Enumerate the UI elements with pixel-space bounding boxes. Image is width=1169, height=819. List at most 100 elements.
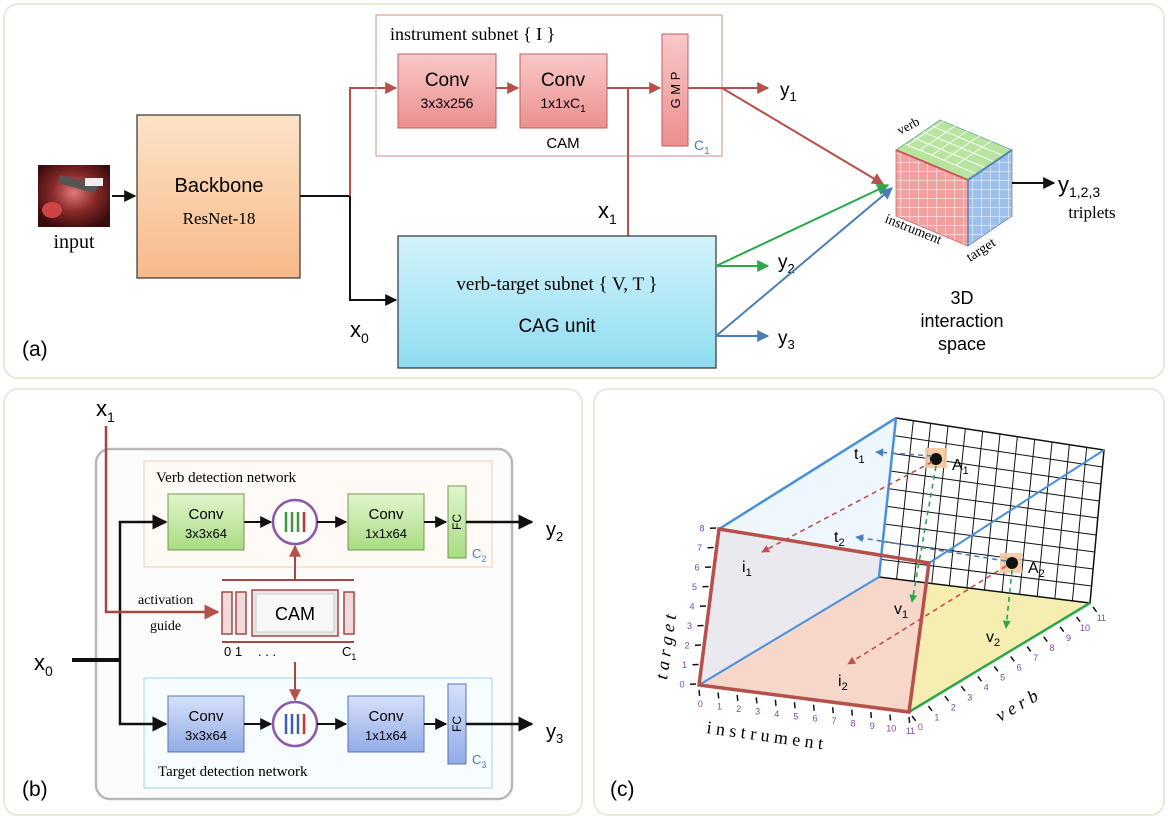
arrow-y1-to-cube xyxy=(721,87,885,185)
instrument-axis-tick xyxy=(850,709,854,716)
proj-i2 xyxy=(847,565,1007,665)
instrument-axis-tick xyxy=(831,707,834,714)
instrument-axis-tick xyxy=(774,699,777,706)
cam-stack xyxy=(221,579,355,643)
x0-branch-up xyxy=(118,514,168,660)
label-t2: t2 xyxy=(834,529,845,549)
target-axis-tick-label: 2 xyxy=(684,641,689,651)
grid-line-v xyxy=(984,433,1001,591)
verb-conv2-title: Conv xyxy=(368,506,404,523)
activation-line-1: activation xyxy=(138,593,193,608)
vt-subnet-title: verb-target subnet { V, T } xyxy=(456,274,657,295)
verb-conv1-title: Conv xyxy=(188,506,224,523)
grid-line-v xyxy=(1071,447,1088,601)
instrument-axis-tick-label: 7 xyxy=(832,716,837,726)
verb-axis-tick xyxy=(1092,606,1098,613)
edge-back-vert xyxy=(877,417,898,578)
x0-branch-down xyxy=(118,660,168,732)
proj-t1 xyxy=(875,448,933,457)
gmp-label: G M P xyxy=(668,72,683,109)
target-axis-tick-label: 4 xyxy=(689,602,694,612)
verb-conv1 xyxy=(167,493,245,551)
verb-fc-label: FC xyxy=(450,514,464,530)
target-axis-tick-label: 0 xyxy=(679,680,684,690)
cam-label-b: CAM xyxy=(275,604,315,624)
vt-subnet-subtitle: CAG unit xyxy=(518,316,596,337)
instrument-axis-tick-label: 4 xyxy=(774,709,779,719)
verb-mult-node xyxy=(271,498,319,546)
instrument-axis-tick-label: 6 xyxy=(812,714,817,724)
inst-conv2 xyxy=(519,53,608,129)
verb-axis-tick xyxy=(1059,626,1065,633)
label-a1: A1 xyxy=(952,457,969,477)
point-a2 xyxy=(1006,557,1018,569)
instrument-axis-tick xyxy=(755,697,758,704)
y123-label: y1,2,3 xyxy=(1058,172,1100,200)
grid-line-v xyxy=(1019,439,1036,595)
verb-axis-tick xyxy=(993,666,999,672)
verb-axis-tick xyxy=(1026,646,1032,652)
label-a2: A2 xyxy=(1028,560,1045,580)
interaction-cube xyxy=(895,114,1013,247)
input-label: input xyxy=(53,231,95,253)
verb-axis-tick xyxy=(1075,616,1081,623)
back-left-face xyxy=(699,418,896,685)
verb-axis-tick-label: 9 xyxy=(1066,633,1071,643)
verb-axis-tick-label: 7 xyxy=(1033,653,1038,663)
verb-axis-tick-label: 3 xyxy=(967,692,972,702)
grid-line-h xyxy=(880,558,1092,587)
grid-line-v xyxy=(896,420,914,580)
inst-conv1-sub: 3x3x256 xyxy=(421,95,474,111)
verb-conv2-sub: 1x1x64 xyxy=(365,526,407,541)
target-c3: C3 xyxy=(472,752,486,770)
instrument-axis-tick xyxy=(889,714,892,721)
label-t1: t1 xyxy=(854,446,865,466)
front-face-outline xyxy=(697,526,931,714)
vt-subnet-block xyxy=(397,235,717,369)
y1-label-a: y1 xyxy=(780,80,797,104)
gmp-c1: C1 xyxy=(694,137,710,157)
verb-axis-tick xyxy=(1010,656,1015,662)
verb-axis-tick-label: 11 xyxy=(1097,613,1106,623)
grid-face xyxy=(878,417,1105,604)
cam-axis-dots: . . . xyxy=(258,644,276,659)
arrow-y3-to-cube xyxy=(715,187,893,337)
instrument-axis-tick xyxy=(736,694,739,701)
target-axis-tick-label: 6 xyxy=(694,563,699,573)
proj-v2 xyxy=(1002,569,1013,629)
instrument-axis-tick xyxy=(793,702,796,709)
instrument-axis-tick xyxy=(908,716,911,724)
cam-axis-start: 0 1 xyxy=(224,644,242,659)
label-v1: v1 xyxy=(894,601,908,621)
target-conv2 xyxy=(347,695,425,753)
space-line-3: space xyxy=(938,334,986,354)
target-axis-tick-label: 1 xyxy=(682,660,687,670)
x1-label-a: x1 xyxy=(598,198,617,227)
grid-line-h xyxy=(884,523,1095,553)
triplets-label: triplets xyxy=(1068,203,1115,222)
instrument-axis-tick-label: 8 xyxy=(851,719,856,729)
target-fc-label: FC xyxy=(450,716,464,732)
instrument-axis-tick-label: 9 xyxy=(870,721,875,731)
instrument-axis-tick-label: 2 xyxy=(736,704,741,714)
grid-line-v xyxy=(966,431,984,588)
edge-floor-back xyxy=(698,576,880,686)
instrument-axis-tick xyxy=(698,689,701,697)
target-conv2-sub: 1x1x64 xyxy=(365,728,407,743)
inst-conv1 xyxy=(397,53,497,129)
activation-line-2: guide xyxy=(150,619,181,634)
verb-axis-tick-label: 0 xyxy=(918,722,923,732)
verb-axis-tick-label: 10 xyxy=(1080,623,1090,633)
instrument-subnet-frame xyxy=(375,14,723,157)
verb-axis-tick xyxy=(911,715,917,722)
instrument-axis-tick-label: 5 xyxy=(793,711,798,721)
grid-line-h xyxy=(888,488,1098,519)
instrument-axis-tick-label: 10 xyxy=(886,724,896,734)
instrument-subnet-title: instrument subnet { I } xyxy=(390,24,555,44)
target-mult-node xyxy=(271,700,319,748)
target-net-title: Target detection network xyxy=(158,764,308,780)
grid-line-v xyxy=(1036,441,1053,597)
